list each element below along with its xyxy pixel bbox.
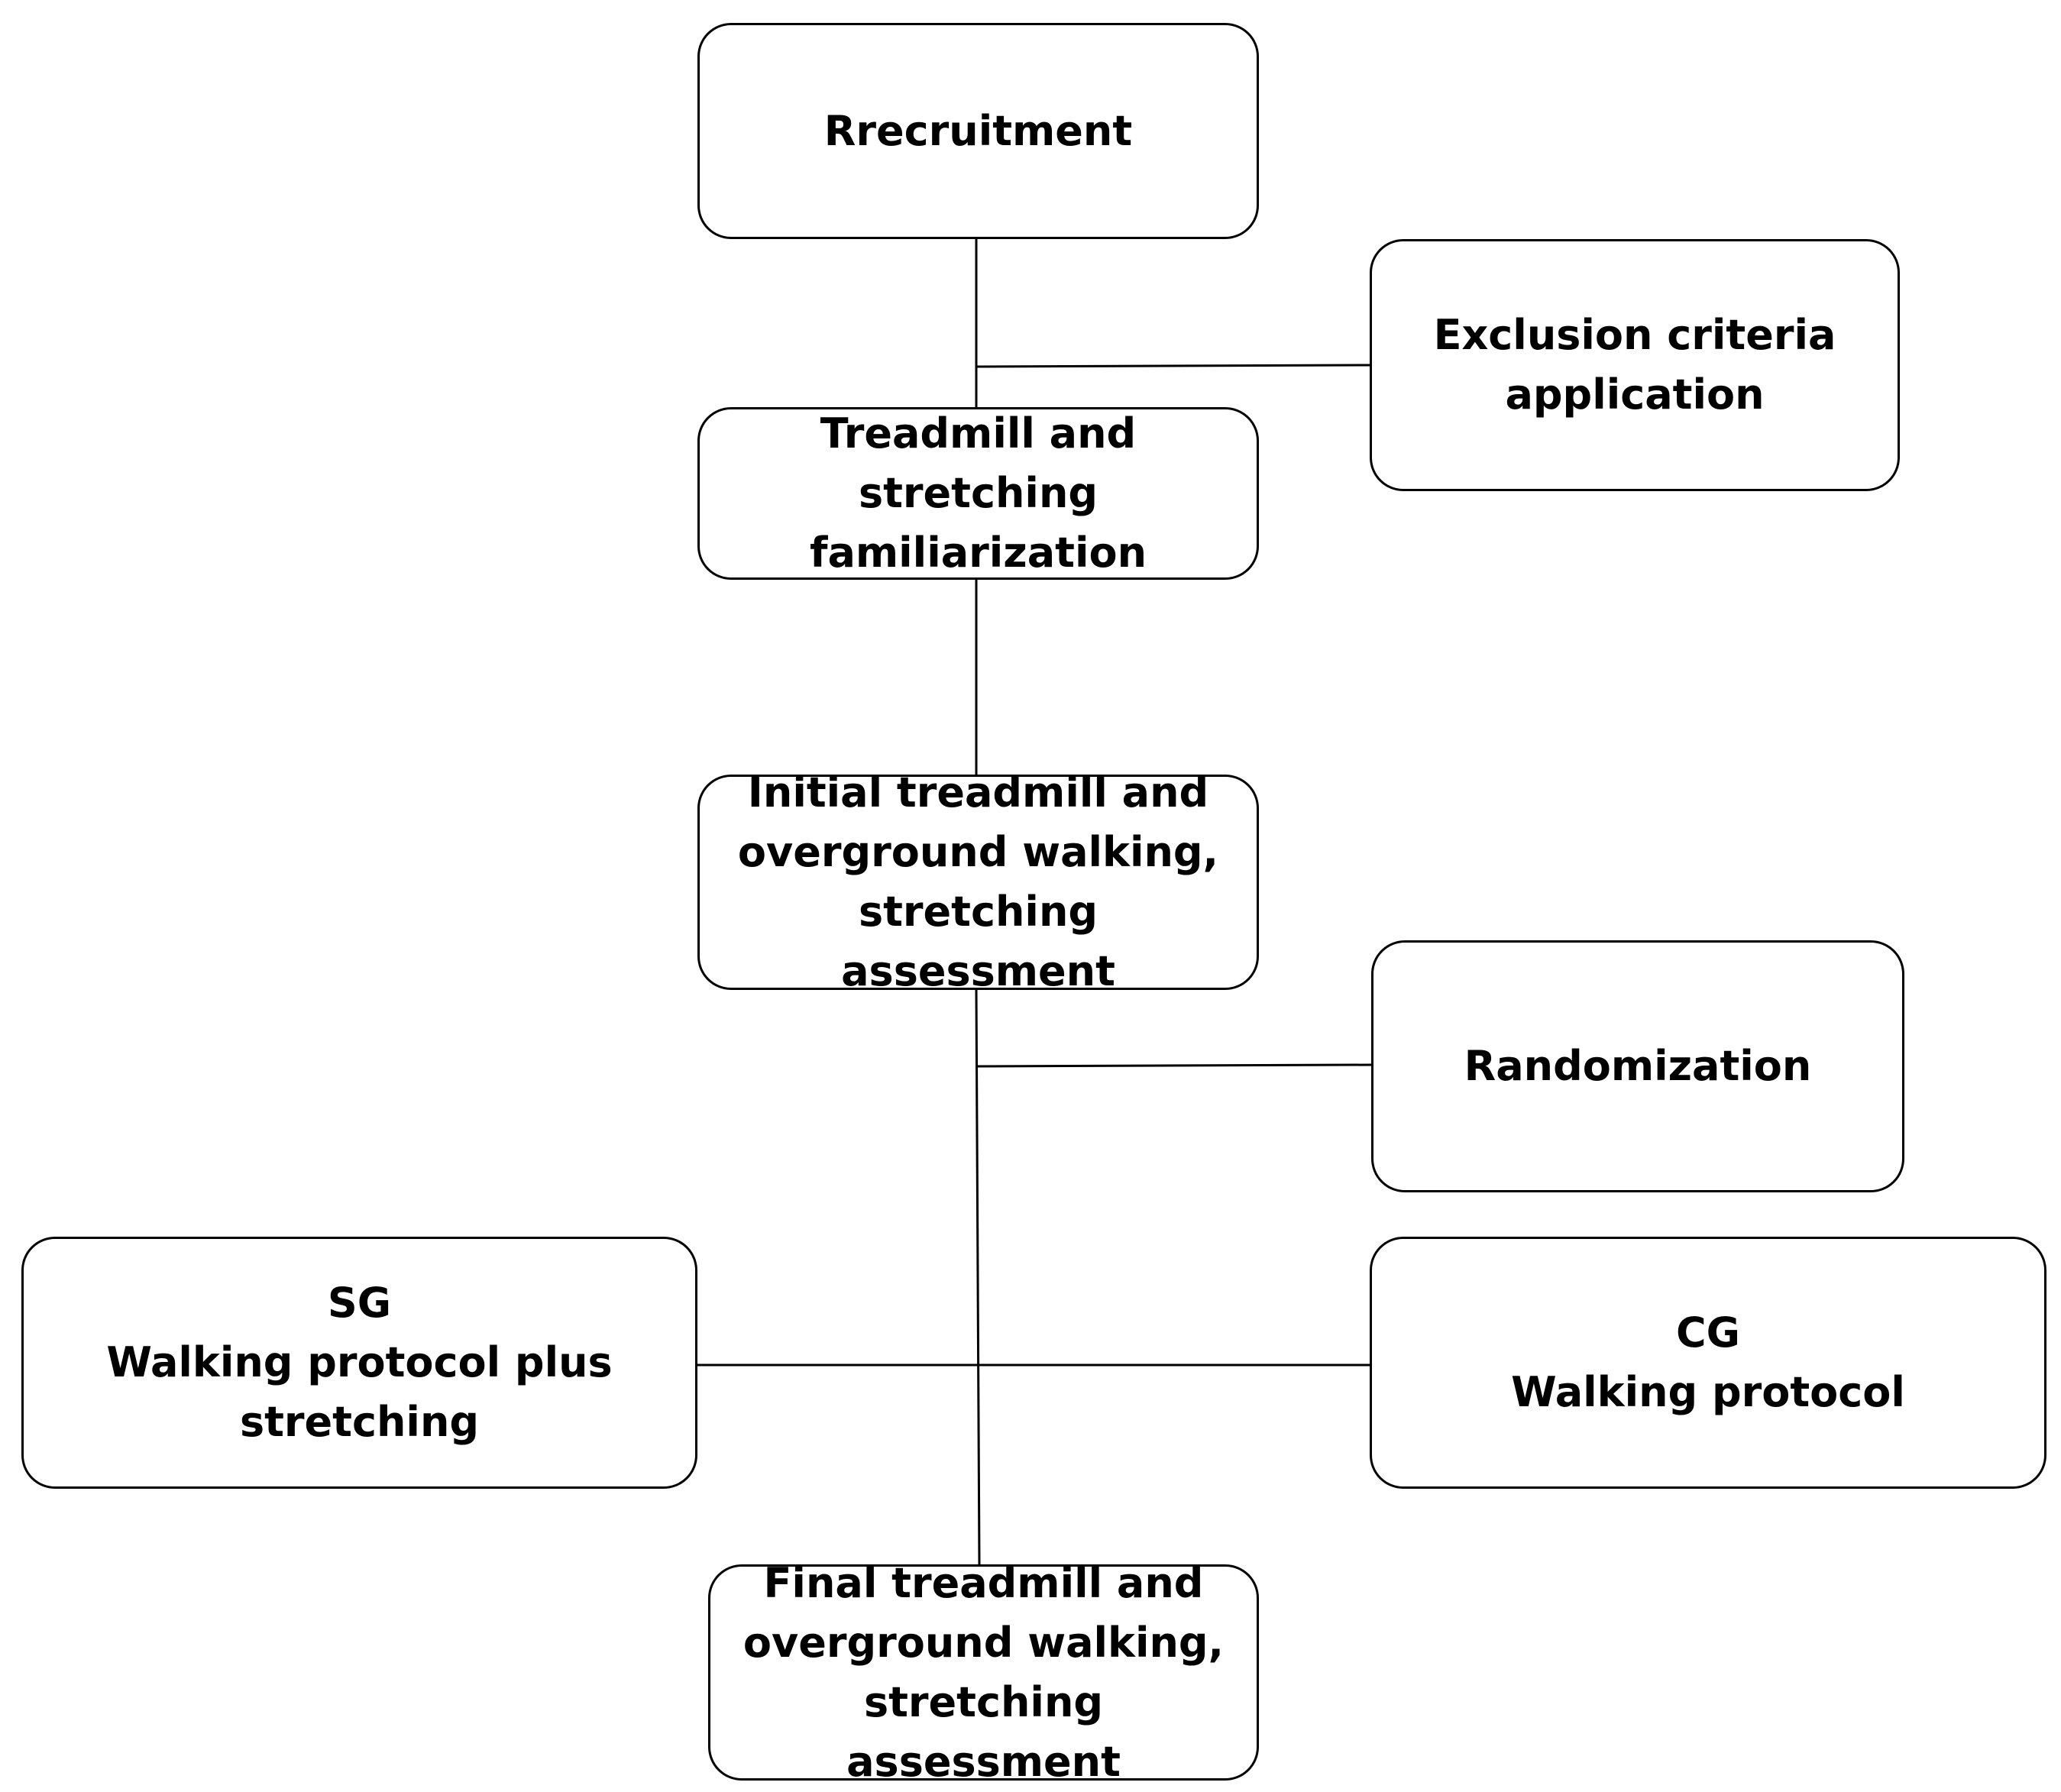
node-randomization: Randomization	[1371, 940, 1904, 1192]
node-cg-label: CG Walking protocol	[1511, 1308, 1905, 1416]
connector-randomization-branch	[975, 1063, 1372, 1068]
node-familiarization: Treadmill and stretching familiarization	[697, 407, 1259, 580]
node-familiarization-label: Treadmill and stretching familiarization	[809, 409, 1147, 577]
node-sg-label: SG Walking protocol plus stretching	[106, 1279, 613, 1446]
connector-initial-final	[975, 988, 981, 1565]
connector-exclusion-branch	[975, 364, 1370, 368]
node-sg: SG Walking protocol plus stretching	[21, 1237, 697, 1489]
node-exclusion-criteria: Exclusion criteria application	[1370, 239, 1900, 491]
node-exclusion-criteria-label: Exclusion criteria application	[1433, 311, 1836, 419]
node-final-assessment-label: Final treadmill and overground walking, …	[743, 1558, 1225, 1786]
node-initial-assessment: Initial treadmill and overground walking…	[697, 768, 1259, 995]
node-cg: CG Walking protocol	[1370, 1237, 2046, 1489]
node-recruitment: Rrecruitment	[697, 23, 1259, 239]
node-final-assessment: Final treadmill and overground walking, …	[708, 1559, 1259, 1786]
node-recruitment-label: Rrecruitment	[823, 106, 1133, 155]
node-randomization-label: Randomization	[1464, 1042, 1812, 1090]
node-initial-assessment-label: Initial treadmill and overground walking…	[737, 768, 1219, 995]
